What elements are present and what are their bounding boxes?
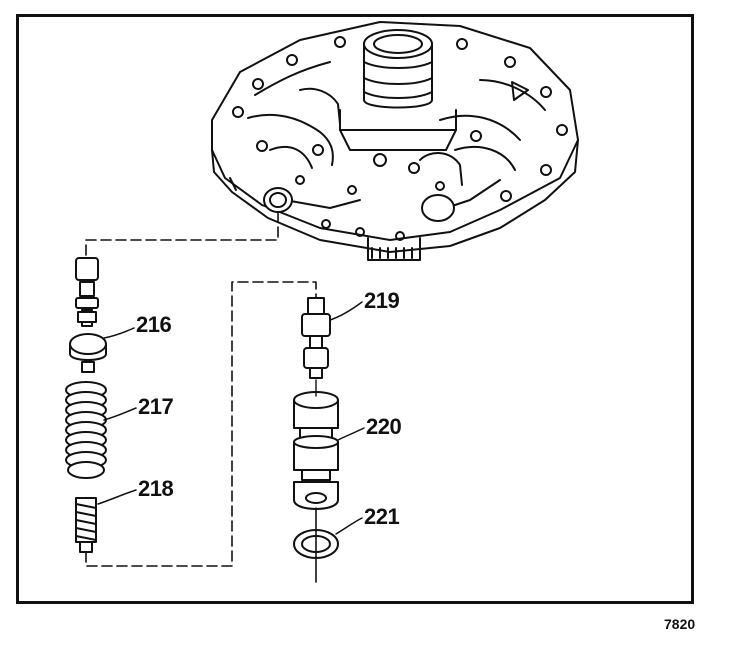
right-leader-line bbox=[85, 281, 317, 567]
callout-218: 218 bbox=[138, 476, 174, 501]
callout-217: 217 bbox=[138, 394, 174, 419]
part-220-valve bbox=[293, 379, 339, 510]
callout-216: 216 bbox=[136, 312, 172, 337]
leader-217 bbox=[103, 407, 137, 421]
leader-218 bbox=[97, 489, 137, 505]
part-218-plug bbox=[75, 497, 97, 553]
callout-220: 220 bbox=[366, 414, 402, 439]
diagram-frame bbox=[16, 14, 694, 604]
pump-body-illustration bbox=[211, 21, 579, 261]
left-leader-line bbox=[85, 211, 279, 259]
part-219-valve bbox=[301, 297, 331, 379]
leader-220 bbox=[337, 427, 365, 441]
figure-number: 7820 bbox=[664, 616, 696, 632]
part-217-spring bbox=[65, 381, 107, 479]
leader-216 bbox=[103, 327, 135, 339]
callout-221: 221 bbox=[364, 504, 400, 529]
part-221-ring bbox=[293, 507, 339, 583]
leader-221 bbox=[335, 517, 363, 535]
part-216-valve bbox=[69, 257, 107, 373]
leader-219 bbox=[329, 301, 363, 321]
callout-219: 219 bbox=[364, 288, 400, 313]
